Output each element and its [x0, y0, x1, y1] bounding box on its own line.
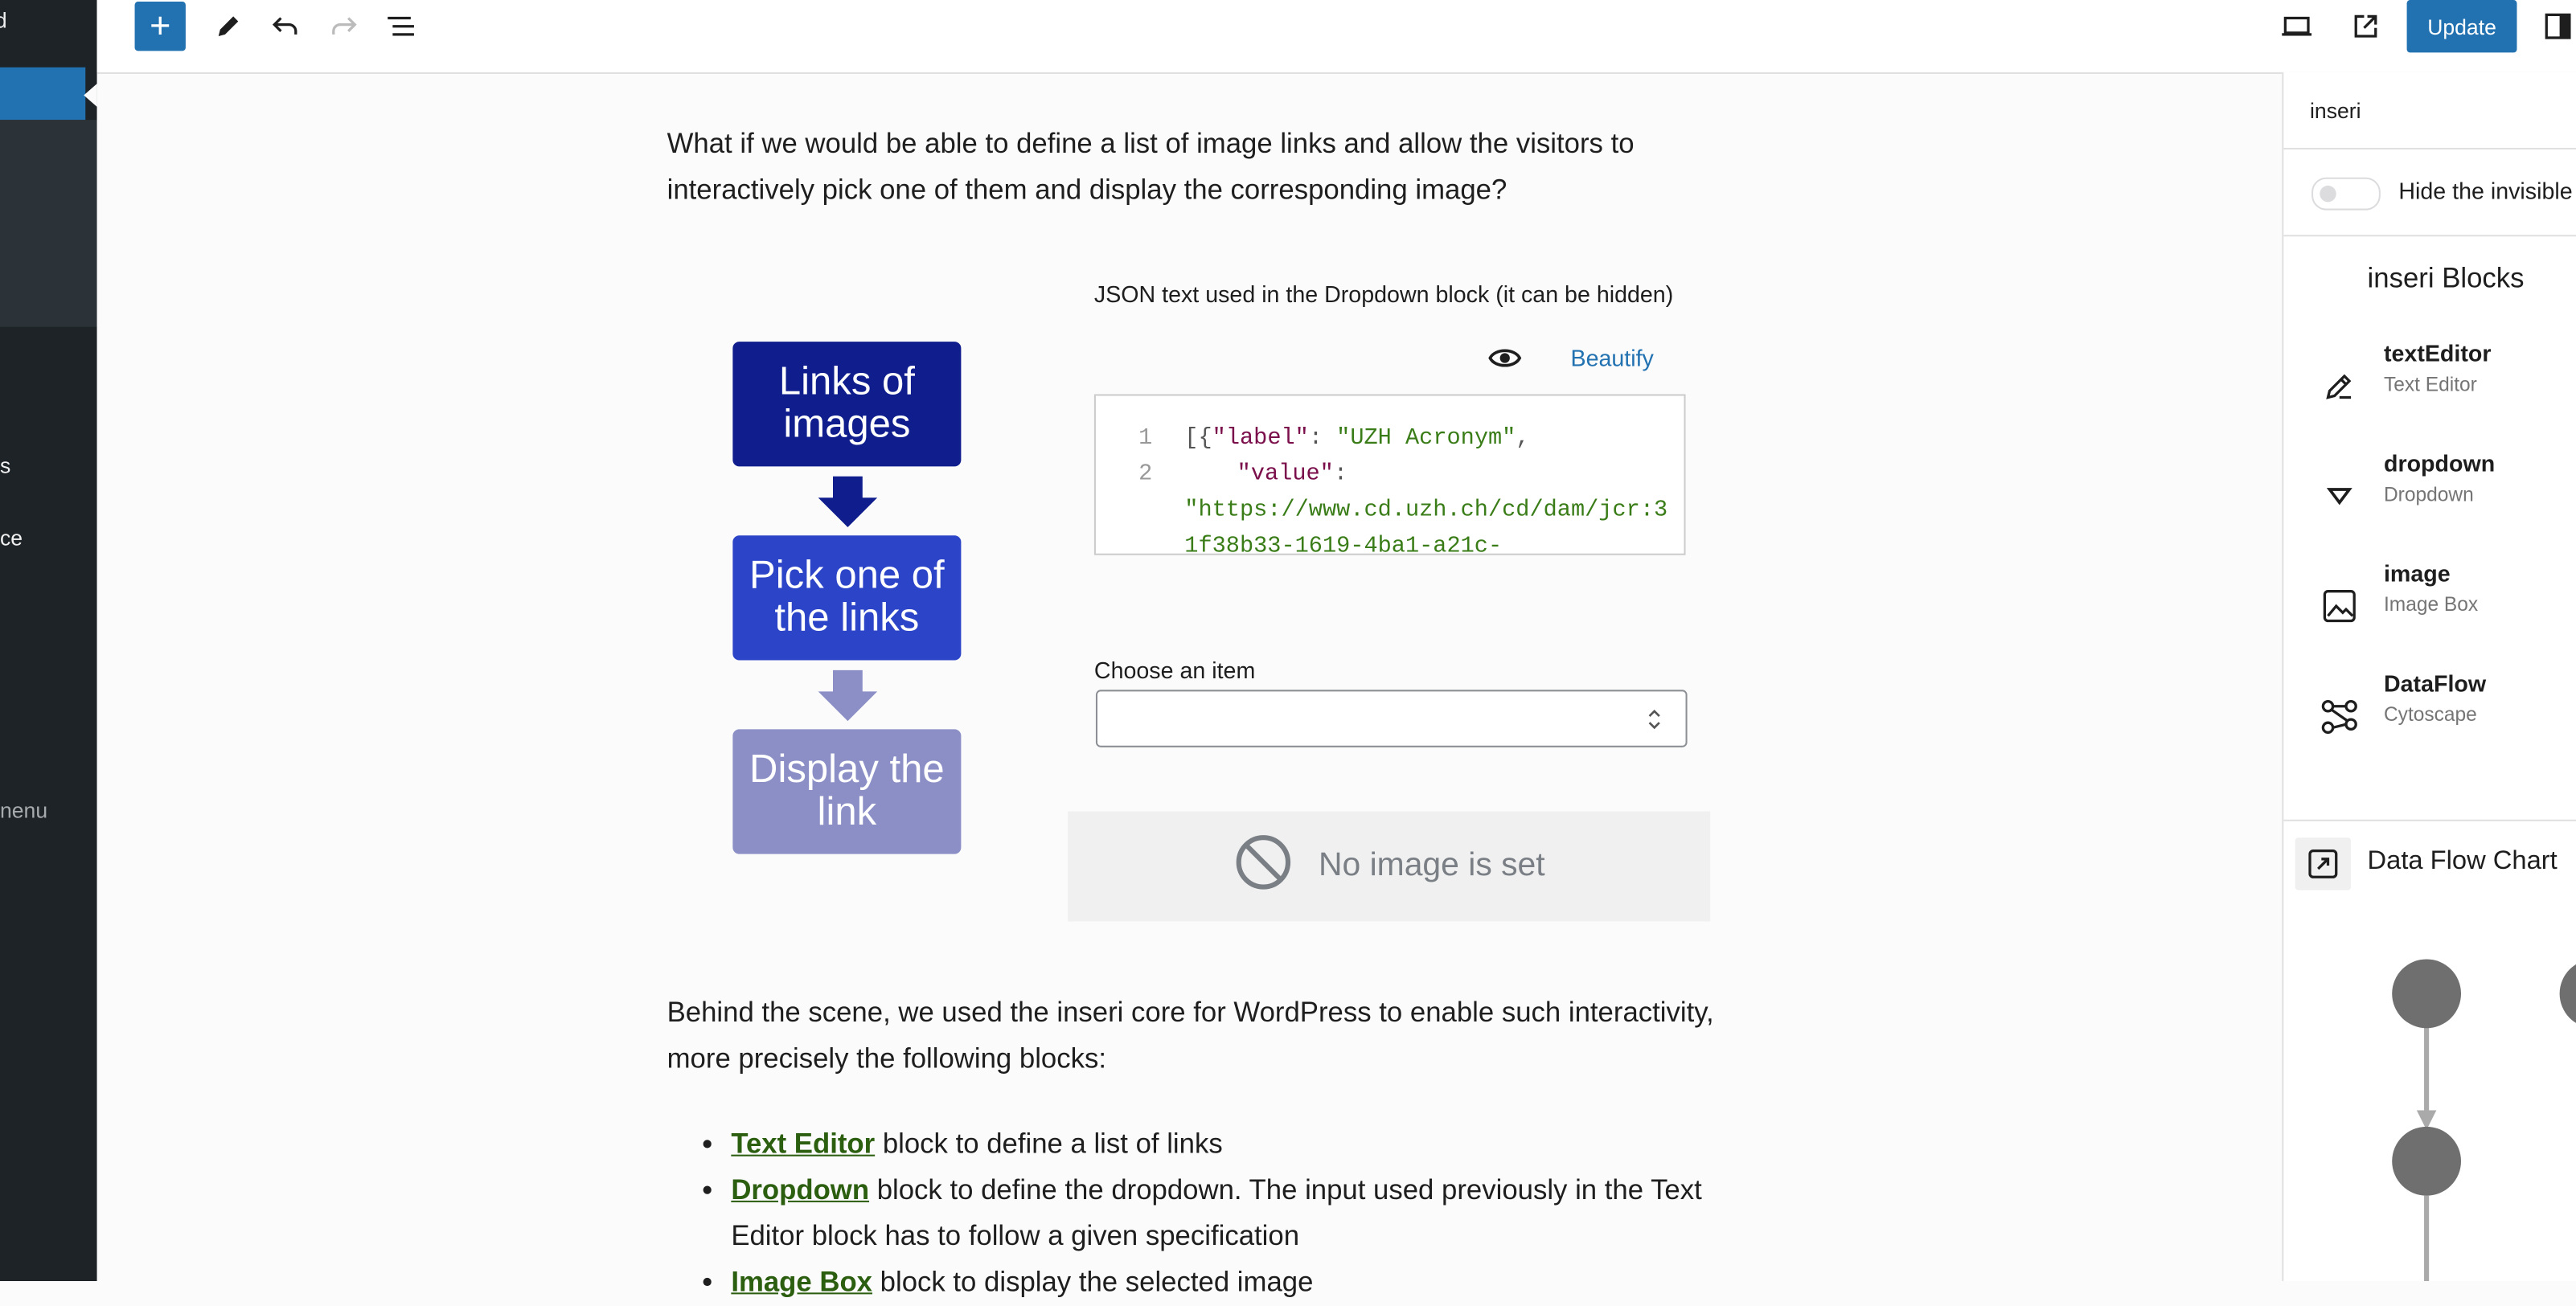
text-editor-link[interactable]: Text Editor [731, 1128, 876, 1160]
chevron-updown-icon [1646, 708, 1662, 739]
dropdown-link[interactable]: Dropdown [731, 1174, 870, 1206]
admin-menu-item-ce[interactable]: ce [0, 525, 23, 551]
no-image-text: No image is set [1318, 847, 1545, 884]
block-item-dropdown[interactable]: dropdown Dropdown [2310, 450, 2573, 542]
code-line-4: 1f38b33-1619-4ba1-a21c- [1184, 534, 1503, 555]
block-subtitle: Text Editor [2383, 372, 2477, 396]
add-block-button[interactable]: + [134, 2, 186, 51]
flow-box-display-link: Display the link [732, 729, 962, 854]
pencil-icon[interactable] [209, 0, 248, 52]
image-box-placeholder[interactable]: No image is set [1068, 811, 1711, 922]
code-line-2: "value": [1237, 461, 1348, 488]
block-subtitle: Image Box [2383, 592, 2479, 616]
editor-toolbar: + Update [96, 0, 2576, 74]
list-item: Image Box block to display the selected … [731, 1259, 1782, 1305]
dropdown-label: Choose an item [1093, 657, 1256, 684]
block-item-texteditor[interactable]: textEditor Text Editor [2310, 340, 2573, 432]
preview-desktop-icon[interactable] [2275, 0, 2318, 52]
graph-node [2392, 1126, 2462, 1196]
block-item-dataflow[interactable]: DataFlow Cytoscape [2310, 670, 2573, 762]
toggle-label: Hide the invisible [2398, 177, 2573, 204]
admin-menu-active-item[interactable] [0, 67, 86, 121]
line-number: 2 [1138, 461, 1153, 488]
active-menu-notch [84, 84, 97, 107]
behind-scene-paragraph[interactable]: Behind the scene, we used the inseri cor… [667, 997, 1714, 1075]
graph-node [2559, 964, 2576, 1023]
image-box-link[interactable]: Image Box [731, 1266, 873, 1298]
list-view-icon[interactable] [381, 0, 420, 52]
line-number: 1 [1138, 425, 1153, 452]
admin-submenu [0, 120, 97, 327]
redo-icon[interactable] [324, 0, 363, 52]
image-icon [2310, 576, 2369, 636]
block-name: dropdown [2383, 449, 2496, 477]
toggle-knob [2320, 185, 2336, 203]
list-item: Dropdown block to define the dropdown. T… [731, 1168, 1782, 1259]
panel-tab-title[interactable]: inseri [2310, 98, 2361, 124]
data-flow-chart-button[interactable] [2295, 837, 2352, 890]
flow-arrow-down-icon [818, 476, 878, 536]
dropdown-triangle-icon [2310, 466, 2369, 526]
undo-icon[interactable] [266, 0, 306, 52]
json-caption: JSON text used in the Dropdown block (it… [1093, 280, 1674, 308]
item-dropdown-select[interactable] [1095, 690, 1688, 747]
block-name: image [2383, 559, 2451, 587]
divider [2283, 147, 2576, 149]
flow-box-links-of-images: Links of images [732, 342, 962, 467]
eye-icon[interactable] [1487, 340, 1523, 384]
list-item: Text Editor block to define a list of li… [731, 1122, 1782, 1168]
inseri-sidebar-panel: inseri Hide the invisible inseri Blocks … [2282, 72, 2576, 1282]
hide-invisible-toggle[interactable] [2311, 177, 2381, 211]
graph-nodes-icon [2310, 686, 2369, 746]
data-flow-graph[interactable] [2283, 927, 2576, 1282]
graph-node [2392, 959, 2462, 1029]
blocks-section-title: inseri Blocks [2367, 262, 2525, 294]
block-subtitle: Dropdown [2383, 482, 2474, 506]
flow-box-pick-one: Pick one of the links [732, 535, 962, 661]
intro-paragraph[interactable]: What if we would be able to define a lis… [667, 128, 1635, 206]
flow-arrow-down-icon [818, 669, 878, 730]
sidebar-toggle-icon[interactable] [2538, 0, 2576, 52]
block-name: textEditor [2383, 340, 2492, 366]
code-line-1: [{"label": "UZH Acronym", [1184, 425, 1530, 452]
divider [2283, 235, 2576, 237]
data-flow-chart-title: Data Flow Chart [2367, 847, 2558, 876]
pencil-edit-icon [2310, 356, 2369, 416]
external-link-icon[interactable] [2344, 0, 2387, 52]
no-image-icon [1233, 832, 1293, 901]
block-name: DataFlow [2383, 669, 2487, 697]
admin-menu-item-fragment[interactable]: d [0, 8, 7, 33]
block-list: Text Editor block to define a list of li… [667, 1122, 1782, 1306]
admin-sidebar: d s ce nenu [0, 0, 97, 1282]
block-item-image[interactable]: image Image Box [2310, 560, 2573, 652]
graph-edge-arrow [2416, 1110, 2437, 1130]
admin-menu-item-s[interactable]: s [0, 453, 11, 478]
update-button[interactable]: Update [2406, 0, 2517, 53]
beautify-button[interactable]: Beautify [1570, 345, 1654, 371]
code-line-3: "https://www.cd.uzh.ch/cd/dam/jcr:3 [1184, 497, 1668, 524]
json-code-editor[interactable]: 1 2 [{"label": "UZH Acronym", "value": "… [1093, 394, 1686, 555]
divider [2283, 819, 2576, 821]
collapse-menu[interactable]: nenu [0, 798, 48, 823]
block-subtitle: Cytoscape [2383, 702, 2477, 727]
